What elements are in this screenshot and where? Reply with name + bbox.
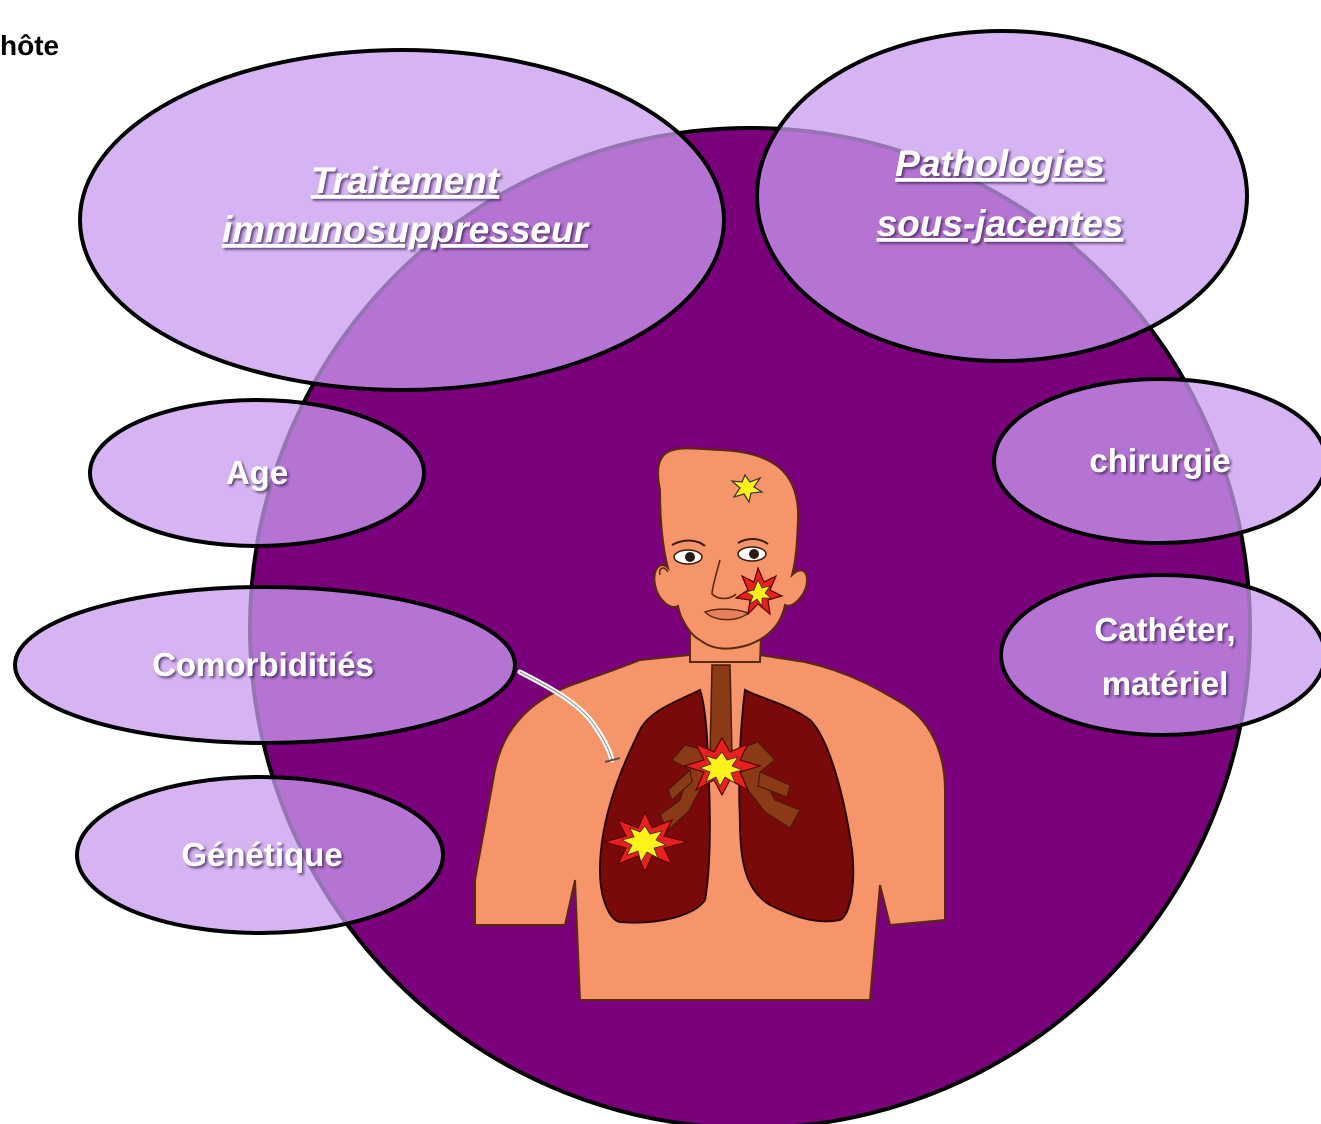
label-age: Age	[226, 454, 288, 491]
label-surgery: chirurgie	[1089, 442, 1230, 479]
label-genetics: Génétique	[181, 836, 342, 873]
bubble-pathologies	[757, 31, 1247, 361]
label-pathologies-line1: Pathologies	[895, 143, 1105, 184]
label-comorbidities: Comorbiditiés	[152, 646, 374, 683]
label-treatment-line1: Traitement	[311, 160, 501, 201]
label-pathologies-line2: sous-jacentes	[877, 203, 1124, 244]
label-catheter-line1: Cathéter,	[1094, 611, 1235, 648]
label-catheter-line2: matériel	[1102, 665, 1229, 702]
bubble-catheter	[1001, 575, 1321, 735]
label-treatment-line2: immunosuppresseur	[222, 209, 591, 250]
